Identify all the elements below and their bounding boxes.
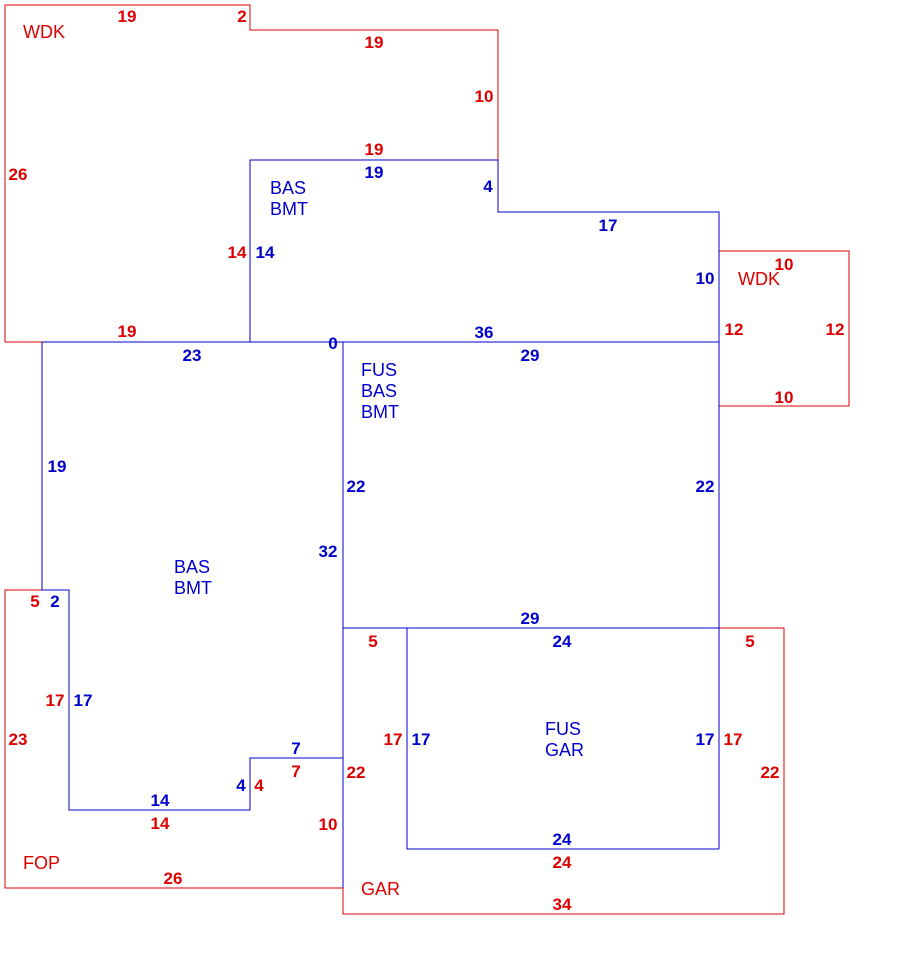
fus-gar-label-2: GAR — [545, 740, 584, 760]
area-labels: WDK WDK BAS BMT FUS BAS BMT BAS BMT FUS … — [23, 22, 780, 899]
dim-label: 0 — [328, 334, 337, 353]
dim-label: 22 — [347, 763, 366, 782]
dim-label: 22 — [347, 477, 366, 496]
wdk-top-outline — [4, 4, 499, 343]
dim-label: 10 — [775, 388, 794, 407]
dim-label: 12 — [725, 320, 744, 339]
dimension-labels: 19 2 19 10 19 26 14 19 19 4 17 10 14 0 3… — [9, 7, 845, 914]
dim-label: 19 — [365, 33, 384, 52]
dim-label: 2 — [237, 7, 246, 26]
red-outlines — [4, 4, 850, 915]
dim-label: 14 — [228, 243, 247, 262]
dim-label: 7 — [291, 739, 300, 758]
dim-label: 19 — [365, 140, 384, 159]
dim-label: 12 — [826, 320, 845, 339]
dim-label: 14 — [256, 243, 275, 262]
dim-label: 17 — [724, 730, 743, 749]
dim-label: 10 — [319, 815, 338, 834]
blue-outlines — [41, 159, 720, 888]
wdk-right-outline — [719, 250, 850, 407]
fus-bas-label-3: BMT — [361, 402, 399, 422]
bas-main-label-2: BMT — [174, 578, 212, 598]
dim-label: 5 — [30, 592, 39, 611]
bas-main-label-1: BAS — [174, 557, 210, 577]
bas-upper-label-2: BMT — [270, 199, 308, 219]
dim-label: 26 — [9, 165, 28, 184]
fus-bas-label-1: FUS — [361, 360, 397, 380]
fus-bas-label-2: BAS — [361, 381, 397, 401]
dim-label: 10 — [775, 255, 794, 274]
dim-label: 4 — [483, 177, 493, 196]
dim-label: 14 — [151, 791, 170, 810]
dim-label: 17 — [599, 216, 618, 235]
dim-label: 17 — [696, 730, 715, 749]
dim-label: 14 — [151, 814, 170, 833]
dim-label: 19 — [48, 457, 67, 476]
dim-label: 17 — [384, 730, 403, 749]
dim-label: 5 — [368, 632, 377, 651]
dim-label: 22 — [696, 477, 715, 496]
dim-label: 29 — [521, 346, 540, 365]
dim-label: 17 — [46, 691, 65, 710]
fus-gar-outline — [406, 628, 719, 850]
dim-label: 19 — [118, 322, 137, 341]
dim-label: 4 — [236, 776, 246, 795]
bas-main-outline — [41, 342, 343, 811]
dim-label: 32 — [319, 542, 338, 561]
dim-label: 19 — [365, 163, 384, 182]
dim-label: 10 — [475, 87, 494, 106]
wdk-top-label: WDK — [23, 22, 65, 42]
dim-label: 4 — [254, 776, 264, 795]
bas-upper-label-1: BAS — [270, 178, 306, 198]
dim-label: 5 — [745, 632, 754, 651]
dim-label: 24 — [553, 830, 572, 849]
gar-outline — [342, 627, 785, 915]
wdk-right-label: WDK — [738, 269, 780, 289]
dim-label: 23 — [9, 730, 28, 749]
dim-label: 17 — [412, 730, 431, 749]
dim-label: 10 — [696, 269, 715, 288]
dim-label: 7 — [291, 762, 300, 781]
dim-label: 19 — [118, 7, 137, 26]
dim-label: 17 — [74, 691, 93, 710]
dim-label: 34 — [553, 895, 572, 914]
dim-label: 24 — [553, 853, 572, 872]
fus-gar-label-1: FUS — [545, 719, 581, 739]
dim-label: 29 — [521, 609, 540, 628]
gar-label: GAR — [361, 879, 400, 899]
dim-label: 26 — [164, 869, 183, 888]
dim-label: 2 — [50, 592, 59, 611]
bas-upper-outline — [249, 159, 720, 342]
dim-label: 23 — [183, 346, 202, 365]
dim-label: 36 — [475, 323, 494, 342]
fop-label: FOP — [23, 853, 60, 873]
dim-label: 24 — [553, 632, 572, 651]
dim-label: 22 — [761, 763, 780, 782]
fop-outline — [4, 589, 343, 889]
